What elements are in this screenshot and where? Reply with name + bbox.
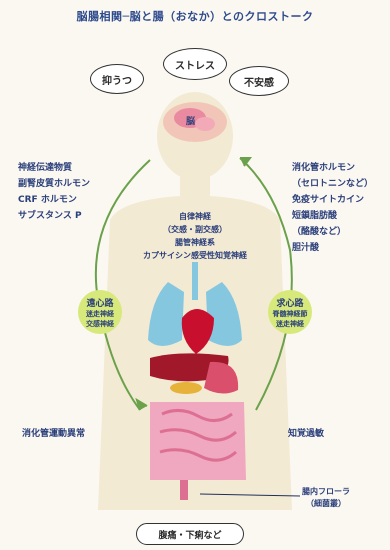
hypersensitivity-label: 知覚過敏 [288, 426, 324, 442]
gut-to-brain-factors: 消化管ホルモン （セロトニンなど） 免疫サイトカイン 短鎖脂肪酸 （酪酸など） … [292, 160, 373, 256]
nerve-pathways: 自律神経 （交感・副交感） 腸管神経系 カプサイシン感受性知覚神経 [115, 210, 275, 262]
center-line: カプサイシン感受性知覚神経 [115, 249, 275, 262]
brain-label: 脳 [186, 114, 195, 127]
afferent-line: 脊髄神経節 [273, 309, 308, 319]
center-line: 腸管神経系 [115, 236, 275, 249]
microbiota-label: 腸内フローラ （細菌叢） [302, 486, 350, 510]
center-line: 自律神経 [115, 210, 275, 223]
factor-item: 消化管ホルモン [292, 160, 373, 176]
stress-bubble: ストレス [163, 48, 227, 80]
afferent-circle: 求心路 脊髄神経節 迷走神経 [268, 290, 312, 334]
factor-item: 胆汁酸 [292, 240, 373, 256]
factor-item: （酪酸など） [292, 224, 373, 240]
afferent-title: 求心路 [276, 296, 303, 309]
efferent-circle: 遠心路 迷走神経 交感神経 [78, 290, 122, 334]
factor-item: 副腎皮質ホルモン [18, 176, 90, 192]
center-line: （交感・副交感） [115, 223, 275, 236]
depression-bubble: 抑うつ [90, 64, 144, 94]
motility-disorder-label: 消化管運動異常 [22, 426, 85, 442]
symptom-label: 腹痛・下痢など [136, 523, 244, 545]
anxiety-bubble: 不安感 [229, 66, 289, 96]
efferent-line: 迷走神経 [86, 309, 114, 319]
factor-item: 短鎖脂肪酸 [292, 208, 373, 224]
efferent-title: 遠心路 [86, 296, 113, 309]
factor-item: CRF ホルモン [18, 192, 90, 208]
afferent-line: 迷走神経 [276, 319, 304, 329]
microbiota-line: 腸内フローラ [302, 486, 350, 498]
efferent-line: 交感神経 [86, 319, 114, 329]
microbiota-line: （細菌叢） [302, 498, 350, 510]
factor-item: 神経伝達物質 [18, 160, 90, 176]
factor-item: サブスタンス P [18, 208, 90, 224]
factor-item: （セロトニンなど） [292, 176, 373, 192]
factor-item: 免疫サイトカイン [292, 192, 373, 208]
brain-to-gut-factors: 神経伝達物質 副腎皮質ホルモン CRF ホルモン サブスタンス P [18, 160, 90, 224]
